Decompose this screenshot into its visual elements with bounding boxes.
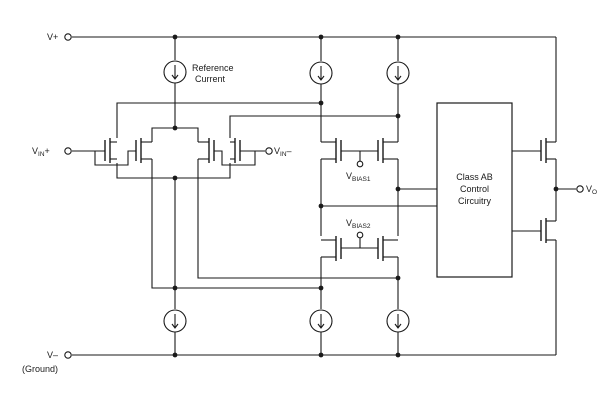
output-stage — [512, 138, 576, 243]
control-block-line3: Circuitry — [458, 196, 491, 206]
vbias2-terminal — [356, 231, 364, 239]
current-source-top-mid — [309, 37, 333, 135]
vo-terminal — [576, 185, 584, 193]
junction-dots — [172, 34, 559, 358]
current-source-top-right — [386, 37, 410, 135]
vin-plus-label: VIN+ — [32, 146, 50, 158]
current-source-bottom-right — [386, 268, 410, 355]
control-block-line1: Class AB — [456, 172, 493, 182]
vin-minus-terminal — [265, 147, 273, 155]
vbias2-label: VBIAS2 — [346, 218, 371, 230]
current-source-bottom-left — [163, 288, 187, 355]
input-stage — [72, 102, 398, 289]
vplus-terminal — [64, 33, 72, 41]
vbias1-label: VBIAS1 — [346, 171, 371, 183]
vin-plus-terminal — [64, 147, 72, 155]
vplus-label: V+ — [47, 32, 58, 42]
vminus-rail — [72, 240, 557, 356]
vminus-label: V– — [47, 350, 58, 360]
cascode-stage — [320, 135, 437, 268]
vbias1-terminal — [356, 160, 364, 168]
class-ab-control-block — [436, 102, 513, 278]
reference-current-source — [163, 37, 187, 128]
reference-label-line2: Current — [195, 74, 226, 84]
ground-label: (Ground) — [22, 364, 58, 374]
vplus-rail — [72, 36, 557, 138]
reference-label-line1: Reference — [192, 63, 234, 73]
vo-label: VO — [586, 184, 597, 196]
current-source-bottom-mid — [309, 268, 333, 355]
vminus-terminal — [64, 351, 72, 359]
control-block-line2: Control — [460, 184, 489, 194]
vin-minus-label: VIN– — [274, 146, 292, 158]
